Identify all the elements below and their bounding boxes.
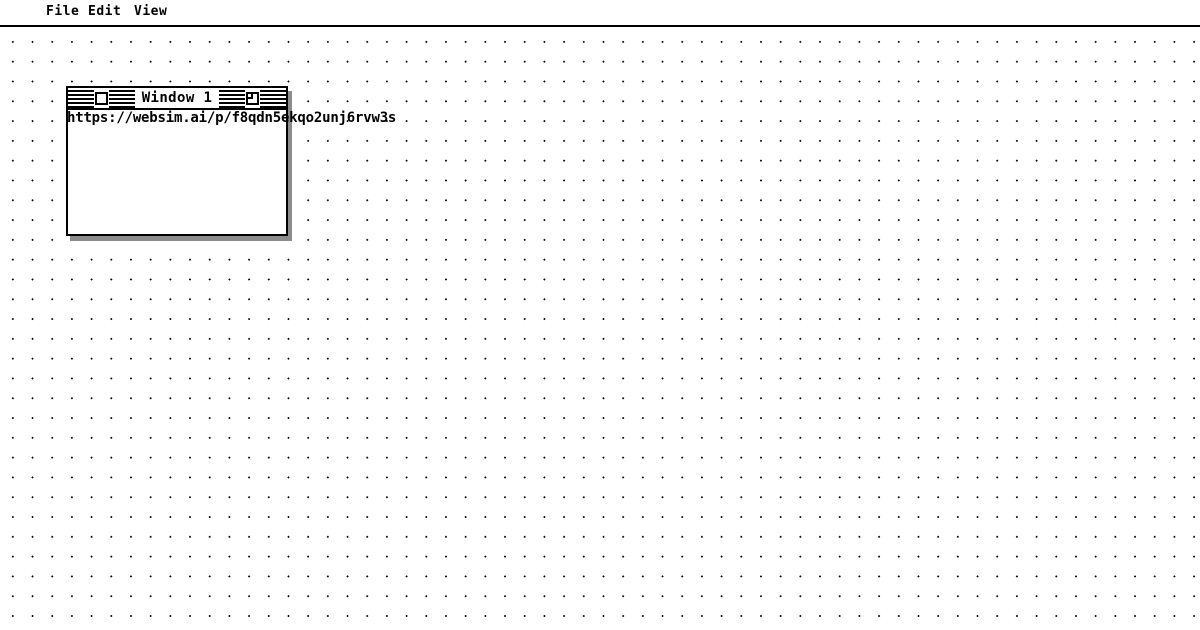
window-url-text: https://websim.ai/p/f8qdn5ekqo2unj6rvw3s: [67, 110, 397, 126]
window-frame[interactable]: Window 1 https://websim.ai/p/f8qdn5ekqo2…: [66, 86, 396, 236]
window-title-bar[interactable]: Window 1: [68, 88, 286, 110]
menu-item-file[interactable]: File: [46, 4, 80, 19]
window-content[interactable]: https://websim.ai/p/f8qdn5ekqo2unj6rvw3s: [67, 110, 396, 234]
title-bar-stripes-right: [260, 88, 286, 108]
title-bar-stripes-right-inner: [219, 88, 246, 108]
zoom-box-icon[interactable]: [246, 91, 260, 105]
menu-bar: File Edit View: [0, 0, 1200, 27]
title-bar-stripes-left: [68, 88, 94, 108]
close-box-icon[interactable]: [94, 91, 108, 105]
menu-item-view[interactable]: View: [134, 4, 168, 19]
window-1[interactable]: Window 1 https://websim.ai/p/f8qdn5ekqo2…: [66, 86, 396, 241]
title-bar-stripes-left-inner: [108, 88, 135, 108]
window-title: Window 1: [134, 89, 220, 107]
menu-item-edit[interactable]: Edit: [88, 4, 122, 19]
